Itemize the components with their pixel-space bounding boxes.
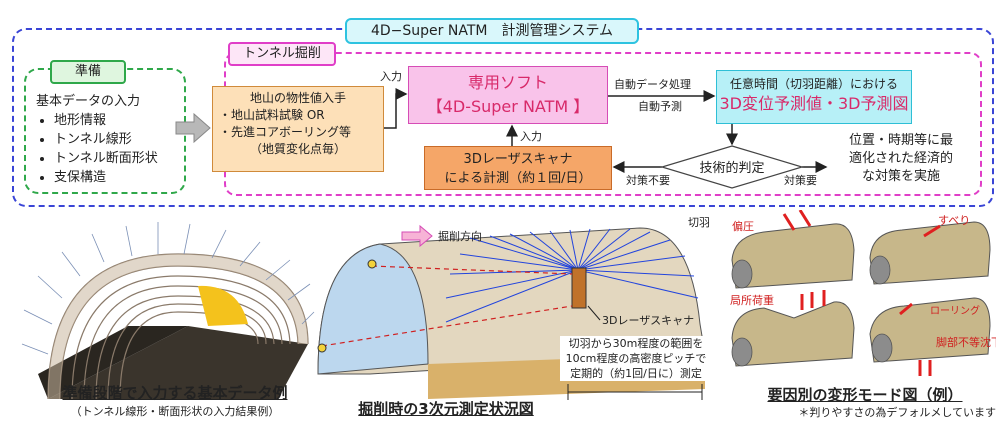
tunnel-excavation-label: トンネル掘削 (228, 42, 336, 66)
preparation-list: 地形情報 トンネル線形 トンネル断面形状 支保構造 (36, 111, 186, 187)
flow-connectors: 入力 自動データ処理 自動予測 入力 対策不要 対策要 (175, 70, 828, 189)
label-no-measure: 対策不要 (626, 173, 670, 187)
soil-line-3: ・先進コアボーリング等 (219, 125, 352, 139)
measure-line: 位置・時期等に最 (848, 133, 953, 148)
system-title: 4D−Super NATM 計測管理システム (345, 18, 639, 44)
judgement-diamond (659, 145, 805, 189)
deform-tube-2 (869, 221, 991, 285)
scanner-label: 3Dレーザスキャナ (602, 314, 694, 327)
soil-line-2: ・地山試料試験 OR (219, 108, 325, 122)
software-line-2: 【4D-Super NATM 】 (426, 97, 590, 116)
label-input-1: 入力 (380, 70, 402, 83)
soil-properties-box: 地山の物性値入手 ・地山試料試験 OR ・先進コアボーリング等 （地質変化点毎） (212, 86, 384, 172)
label-kyakubu: 脚部不等沈下 (936, 335, 996, 349)
soil-line-4: （地質変化点毎） (249, 142, 346, 156)
label-need-measure: 対策要 (784, 173, 817, 187)
label-input-2: 入力 (520, 130, 542, 143)
preparation-body: 基本データの入力 地形情報 トンネル線形 トンネル断面形状 支保構造 (36, 92, 186, 187)
prediction-box: 任意時間（切羽距離）における 3D変位予測値・3D予測図 (716, 70, 912, 124)
prep-item: トンネル線形 (54, 130, 186, 149)
measure-line: 適化された経済的 (848, 151, 953, 166)
fig1-caption-block: 準備段階で入力する基本データ例 （トンネル線形・断面形状の入力結果例） (30, 382, 320, 419)
fig2-caption: 掘削時の3次元測定状況図 (358, 400, 534, 418)
basic-data-tunnel-figure (21, 222, 315, 400)
prediction-line-2: 3D変位予測値・3D予測図 (719, 94, 909, 113)
preparation-heading: 基本データの入力 (36, 94, 141, 109)
label-kyokusho: 局所荷重 (730, 293, 774, 307)
label-auto-data: 自動データ処理 (614, 77, 691, 91)
label-auto-predict: 自動予測 (638, 99, 682, 113)
fig3-caption: 要因別の変形モード図（例） (767, 386, 963, 404)
tunnel-floor (48, 326, 308, 399)
face-label: 切羽 (688, 216, 710, 229)
prediction-line-1: 任意時間（切羽距離）における (729, 77, 898, 91)
scanner-device (571, 267, 587, 309)
prep-item: トンネル断面形状 (54, 149, 186, 168)
note-line: 10cm程度の高密度ピッチで (565, 352, 707, 365)
arrow-soil-to-software (384, 88, 408, 129)
deformation-modes-figure: 偏圧 すべり 局所荷重 ローリング 脚部不等沈下 (730, 210, 996, 376)
laser-scan-rays (445, 228, 699, 323)
fig1-subcaption: （トンネル線形・断面形状の入力結果例） (70, 405, 280, 418)
prep-item: 地形情報 (54, 111, 186, 130)
fig3-note: ＊判りやすさの為デフォルメしています (798, 406, 996, 419)
software-line-1: 専用ソフト (467, 73, 548, 92)
countermeasure-text: 位置・時期等に最 適化された経済的 な対策を実施 (828, 132, 974, 186)
direction-label: 掘削方向 (438, 229, 482, 243)
note-line: 定期的（約1回/日に）測定 (570, 367, 702, 380)
tunnel-face (198, 285, 248, 326)
note-line: 切羽から30m程度の範囲を (568, 337, 704, 350)
soil-line-1: 地山の物性値入手 (249, 91, 346, 105)
deform-tube-3 (731, 301, 855, 367)
laser-scanner-box: 3Dレーザスキャナ による計測（約１回/日） (424, 146, 612, 190)
preparation-label: 準備 (50, 60, 126, 84)
deform-arrows (782, 210, 941, 376)
prep-item: 支保構造 (54, 168, 186, 187)
grey-arrow (175, 112, 211, 144)
label-rolling: ローリング (930, 304, 980, 317)
label-hen-atsu: 偏圧 (732, 219, 754, 233)
normal-vectors (21, 222, 315, 355)
fig1-caption: 準備段階で入力する基本データ例 (62, 384, 288, 402)
measurement-note: 切羽から30m程度の範囲を 10cm程度の高密度ピッチで 定期的（約1回/日に）… (560, 336, 712, 381)
software-box: 専用ソフト 【4D-Super NATM 】 (408, 66, 608, 124)
measure-line: な対策を実施 (861, 169, 940, 184)
excavation-direction-arrow (401, 224, 433, 248)
scanner-line-2: による計測（約１回/日） (444, 171, 592, 186)
label-suberi: すべり (938, 214, 970, 227)
deform-tube-1 (731, 223, 855, 289)
scanner-line-1: 3Dレーザスキャナ (463, 152, 573, 167)
judgement-label: 技術的判定 (699, 161, 765, 176)
